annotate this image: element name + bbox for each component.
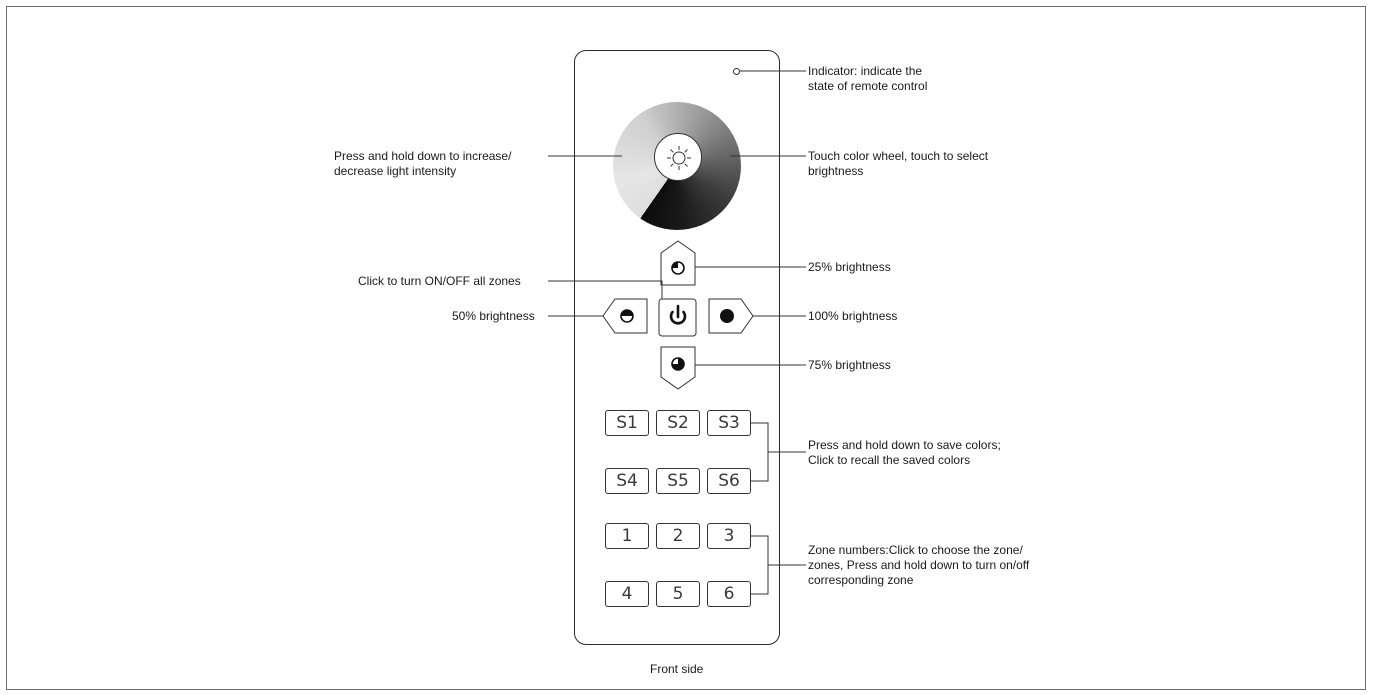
power-leader-line bbox=[548, 280, 663, 299]
scene-keys-label-line-1: Press and hold down to save colors; bbox=[808, 438, 1001, 452]
intensity-label: Press and hold down to increase/ decreas… bbox=[334, 149, 511, 179]
zone-key-3[interactable]: 3 bbox=[707, 523, 751, 549]
zone-key-4[interactable]: 4 bbox=[605, 581, 649, 607]
b50-label: 50% brightness bbox=[452, 309, 535, 323]
zone-key-5[interactable]: 5 bbox=[656, 581, 700, 607]
scene-key-s6[interactable]: S6 bbox=[707, 468, 751, 494]
scene-key-s1[interactable]: S1 bbox=[605, 410, 649, 436]
b25-label: 25% brightness bbox=[808, 260, 891, 274]
three-quarter-circle-icon bbox=[671, 357, 685, 371]
brightness-75-button[interactable] bbox=[660, 346, 696, 390]
zone-key-2[interactable]: 2 bbox=[656, 523, 700, 549]
half-circle-icon bbox=[620, 309, 634, 323]
full-circle-icon bbox=[720, 309, 734, 323]
scene-key-s4[interactable]: S4 bbox=[605, 468, 649, 494]
color-wheel-label-line-2: brightness bbox=[808, 164, 864, 178]
brightness-25-button[interactable] bbox=[660, 240, 696, 286]
zone-keys-label-line-2: zones, Press and hold down to turn on/of… bbox=[808, 558, 1030, 572]
color-wheel-label-line-1: Touch color wheel, touch to select bbox=[808, 149, 989, 163]
indicator-label: Indicator: indicate the state of remote … bbox=[808, 64, 927, 94]
power-label: Click to turn ON/OFF all zones bbox=[358, 274, 521, 288]
sun-icon bbox=[667, 146, 691, 170]
brightness-50-button[interactable] bbox=[602, 298, 648, 334]
zone-keys-label-line-1: Zone numbers:Click to choose the zone/ bbox=[808, 543, 1023, 557]
power-button[interactable] bbox=[658, 298, 697, 337]
scene-key-s5[interactable]: S5 bbox=[656, 468, 700, 494]
scene-keys-label: Press and hold down to save colors; Clic… bbox=[808, 438, 1001, 468]
figure-caption: Front side bbox=[650, 662, 704, 676]
zone-bracket bbox=[751, 535, 769, 595]
indicator-label-line-1: Indicator: indicate the bbox=[808, 64, 923, 78]
b100-label: 100% brightness bbox=[808, 309, 898, 323]
brightness-100-button[interactable] bbox=[708, 298, 754, 334]
zone-keys-label-line-3: corresponding zone bbox=[808, 573, 914, 587]
zone-keys-label: Zone numbers:Click to choose the zone/ z… bbox=[808, 543, 1029, 588]
power-icon bbox=[669, 304, 687, 325]
scene-keys-label-line-2: Click to recall the saved colors bbox=[808, 453, 971, 467]
scene-bracket bbox=[751, 422, 769, 482]
scene-key-s2[interactable]: S2 bbox=[656, 410, 700, 436]
indicator-label-line-2: state of remote control bbox=[808, 79, 928, 93]
brightness-center-button[interactable] bbox=[654, 133, 702, 181]
intensity-label-line-2: decrease light intensity bbox=[334, 164, 457, 178]
figure-frame bbox=[6, 6, 1366, 690]
b75-label: 75% brightness bbox=[808, 358, 891, 372]
indicator-led bbox=[733, 68, 740, 75]
scene-key-s3[interactable]: S3 bbox=[707, 410, 751, 436]
quarter-circle-icon bbox=[671, 261, 685, 275]
color-wheel-label: Touch color wheel, touch to select brigh… bbox=[808, 149, 988, 179]
intensity-label-line-1: Press and hold down to increase/ bbox=[334, 149, 512, 163]
zone-key-1[interactable]: 1 bbox=[605, 523, 649, 549]
zone-key-6[interactable]: 6 bbox=[707, 581, 751, 607]
